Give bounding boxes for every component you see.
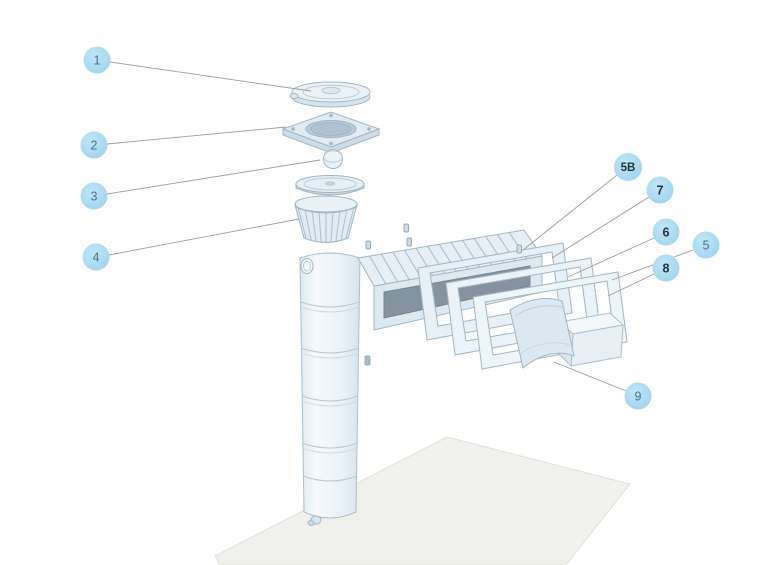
callout-1-label: 1	[94, 54, 101, 68]
screw-icon	[516, 244, 522, 254]
callout-5-label: 5	[703, 239, 710, 253]
square-flange	[281, 111, 381, 154]
callout-8: 8	[652, 254, 680, 282]
basket-slats	[297, 207, 355, 243]
leader-line-9	[553, 361, 627, 392]
callouts: 1 2 3 4 5B 7 6 5	[80, 46, 720, 410]
screw-icon	[406, 237, 412, 247]
leader-line-6	[567, 237, 655, 278]
round-cover	[289, 81, 371, 108]
callout-5B-label: 5B	[621, 162, 636, 174]
leader-lines	[106, 61, 694, 392]
callout-7: 7	[646, 176, 674, 204]
grate-top-face	[357, 229, 543, 287]
leader-line-7	[551, 196, 650, 259]
callout-1: 1	[83, 46, 111, 74]
fasteners	[364, 223, 522, 366]
callout-8-label: 8	[663, 262, 670, 276]
screw-icon	[364, 355, 371, 366]
callout-5: 5	[692, 231, 720, 259]
float-ball	[323, 149, 343, 169]
screw-icon	[403, 223, 409, 233]
leader-line-1	[109, 61, 312, 92]
leader-line-2	[106, 126, 287, 145]
callout-4: 4	[82, 243, 110, 271]
weir-flap	[509, 298, 575, 369]
lid-assembly	[281, 81, 381, 243]
callout-6-label: 6	[663, 226, 670, 240]
leader-line-3	[106, 159, 321, 195]
leader-line-8	[607, 273, 655, 297]
leader-line-5B	[522, 174, 618, 251]
skimmer-body	[299, 252, 361, 526]
callout-9: 9	[624, 382, 652, 410]
callout-4-label: 4	[93, 251, 100, 265]
leader-line-4	[108, 218, 300, 256]
basket-lid-plate	[295, 175, 365, 196]
callout-2: 2	[80, 131, 108, 159]
callout-6: 6	[652, 218, 680, 246]
side-inlet-hole	[300, 258, 314, 274]
ground-plane	[214, 436, 631, 565]
callout-9-label: 9	[635, 390, 642, 404]
callout-2-label: 2	[91, 139, 98, 153]
screw-icon	[365, 240, 371, 250]
callout-7-label: 7	[657, 184, 664, 198]
strainer-basket	[294, 195, 358, 243]
grate-slats	[369, 232, 528, 285]
callout-3-label: 3	[91, 190, 98, 204]
callout-5B: 5B	[614, 153, 642, 181]
leader-line-5	[611, 249, 694, 281]
callout-3: 3	[80, 182, 108, 210]
